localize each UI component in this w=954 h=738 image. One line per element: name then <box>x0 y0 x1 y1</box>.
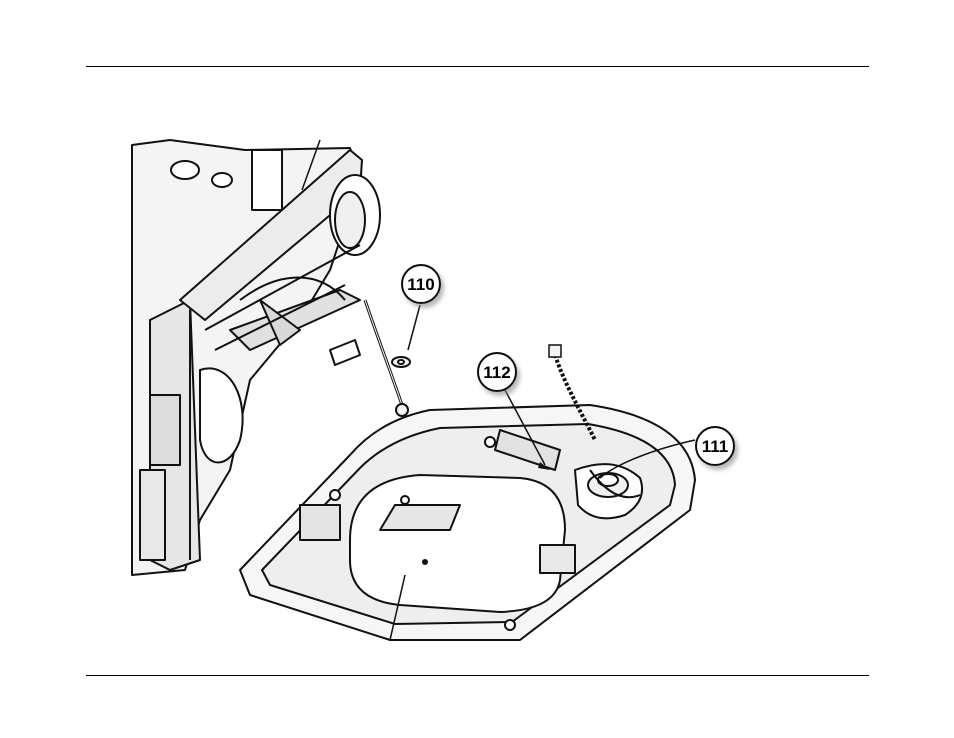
callout-111-label: 111 <box>702 437 729 456</box>
callout-110-label: 110 <box>407 275 434 294</box>
callout-112-label: 112 <box>483 363 510 382</box>
base-tray <box>240 405 695 640</box>
